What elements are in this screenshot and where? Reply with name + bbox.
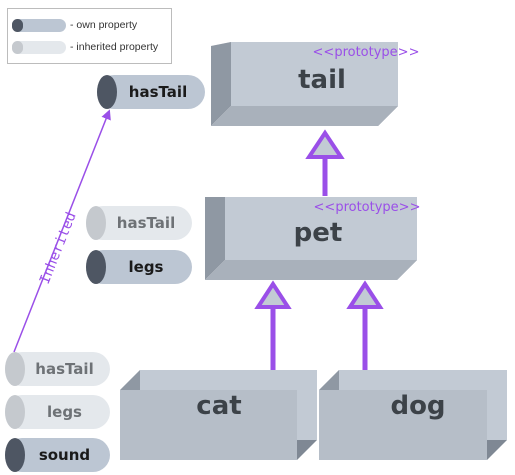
tail-prop-hasTail: hasTail: [97, 75, 205, 109]
inheritance-pet-to-tail: [305, 129, 345, 196]
cat-prop-hasTail: hasTail: [5, 352, 110, 386]
legend: - own property - inherited property: [7, 8, 172, 64]
dog-label: dog: [390, 391, 445, 421]
pet-prop-hasTail: hasTail: [86, 206, 192, 240]
pet-label: pet: [294, 218, 343, 248]
own-swatch: [12, 18, 66, 32]
legend-inherited: - inherited property: [12, 37, 158, 57]
box-cat: cat: [120, 370, 317, 460]
cat-prop-legs: legs: [5, 395, 110, 429]
box-tail: <<prototype>> tail: [211, 42, 419, 126]
inheritance-dog-to-pet: [346, 280, 384, 370]
legend-own-label: - own property: [70, 19, 138, 31]
inherited-arrow-label: Inherited: [37, 210, 80, 286]
box-pet: <<prototype>> pet: [205, 197, 420, 280]
tail-label: tail: [298, 65, 346, 95]
pet-prop-legs: legs: [86, 250, 192, 284]
legend-inherited-label: - inherited property: [70, 41, 159, 53]
cat-prop-sound: sound: [5, 438, 110, 472]
inheritance-cat-to-pet: [254, 280, 292, 370]
legend-own: - own property: [12, 15, 137, 35]
tail-stereotype: <<prototype>>: [313, 45, 420, 60]
cat-label: cat: [196, 391, 241, 421]
box-dog: dog: [319, 370, 507, 460]
inherited-swatch: [12, 40, 66, 54]
pet-stereotype: <<prototype>>: [314, 200, 421, 215]
